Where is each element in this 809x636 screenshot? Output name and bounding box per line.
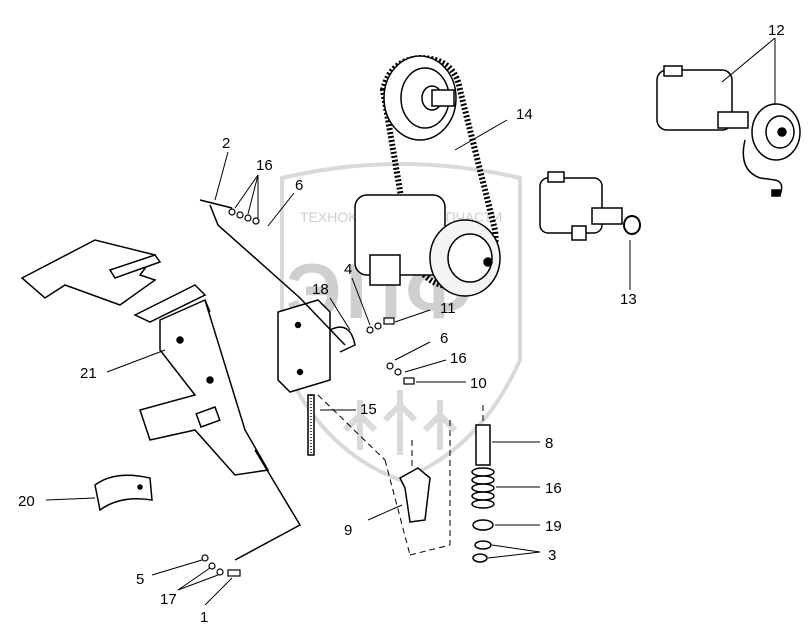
callout-5: 5 bbox=[136, 571, 144, 588]
tension-plate bbox=[277, 299, 356, 393]
bracket-top-plate bbox=[20, 239, 157, 306]
shaft-seal-ring bbox=[623, 215, 641, 235]
callout-17: 17 bbox=[160, 591, 177, 608]
callout-12: 9 bbox=[344, 522, 352, 539]
bolt bbox=[383, 317, 395, 325]
nut bbox=[366, 326, 374, 334]
clutch-wire bbox=[742, 139, 783, 196]
callout-6-lower: 6 bbox=[440, 330, 448, 347]
washer bbox=[228, 208, 236, 216]
washer bbox=[244, 214, 252, 222]
callout-1: 1 bbox=[200, 609, 208, 626]
sleeve-part-11 bbox=[475, 424, 491, 466]
callout-labels: 2 16 6 12 14 13 4 18 11 6 16 10 15 21 20… bbox=[18, 22, 785, 626]
callout-11: 8 bbox=[545, 435, 553, 452]
washer bbox=[201, 554, 209, 562]
spring-stack bbox=[471, 424, 495, 563]
washer bbox=[236, 211, 244, 219]
leader-lines bbox=[45, 37, 776, 606]
compressor-side-unit bbox=[539, 177, 603, 234]
callout-8: 11 bbox=[440, 300, 456, 317]
washer-part-19 bbox=[472, 519, 494, 531]
callout-9: 12 bbox=[768, 22, 785, 39]
callout-4: 4 bbox=[344, 261, 352, 278]
clamp-band bbox=[94, 474, 153, 512]
washer bbox=[394, 368, 402, 376]
washer bbox=[252, 217, 260, 225]
callout-7: 10 bbox=[470, 375, 487, 392]
callout-3: 3 bbox=[548, 547, 556, 564]
callout-16-lower: 16 bbox=[450, 350, 467, 367]
callout-15: 16 bbox=[545, 480, 562, 497]
nut bbox=[386, 362, 394, 370]
callout-18: 18 bbox=[312, 281, 329, 298]
callout-6-upper: 6 bbox=[295, 177, 303, 194]
nut bbox=[208, 562, 216, 570]
bolt bbox=[227, 569, 241, 577]
nut-part-3a bbox=[474, 540, 492, 550]
nut bbox=[216, 568, 224, 576]
fasteners bbox=[201, 208, 415, 577]
nut-part-3b bbox=[472, 553, 488, 563]
callout-14: 14 bbox=[516, 106, 533, 123]
callout-21: 21 bbox=[80, 365, 97, 382]
frame-bracket bbox=[20, 239, 270, 476]
long-rod bbox=[199, 199, 346, 561]
callout-13: 15 bbox=[360, 401, 377, 418]
bracket-vertical-plate bbox=[139, 298, 270, 476]
bracket-part-12 bbox=[399, 467, 431, 523]
bolt bbox=[403, 377, 415, 385]
callout-16-upper: 16 bbox=[256, 157, 273, 174]
callout-19: 19 bbox=[545, 518, 562, 535]
compressor-shaft-assembly bbox=[539, 171, 641, 241]
compressor-with-belt-assembly bbox=[354, 54, 501, 297]
washer bbox=[374, 322, 382, 330]
callout-20: 20 bbox=[18, 493, 35, 510]
compressor-clutch-assembly bbox=[656, 65, 801, 197]
callout-2: 2 bbox=[222, 135, 230, 152]
compressor-housing bbox=[656, 69, 733, 131]
alignment-lines bbox=[317, 394, 484, 556]
adjusting-rod bbox=[307, 394, 315, 456]
watermark-wheat-emblem bbox=[342, 390, 458, 455]
callout-10: 13 bbox=[620, 291, 637, 308]
